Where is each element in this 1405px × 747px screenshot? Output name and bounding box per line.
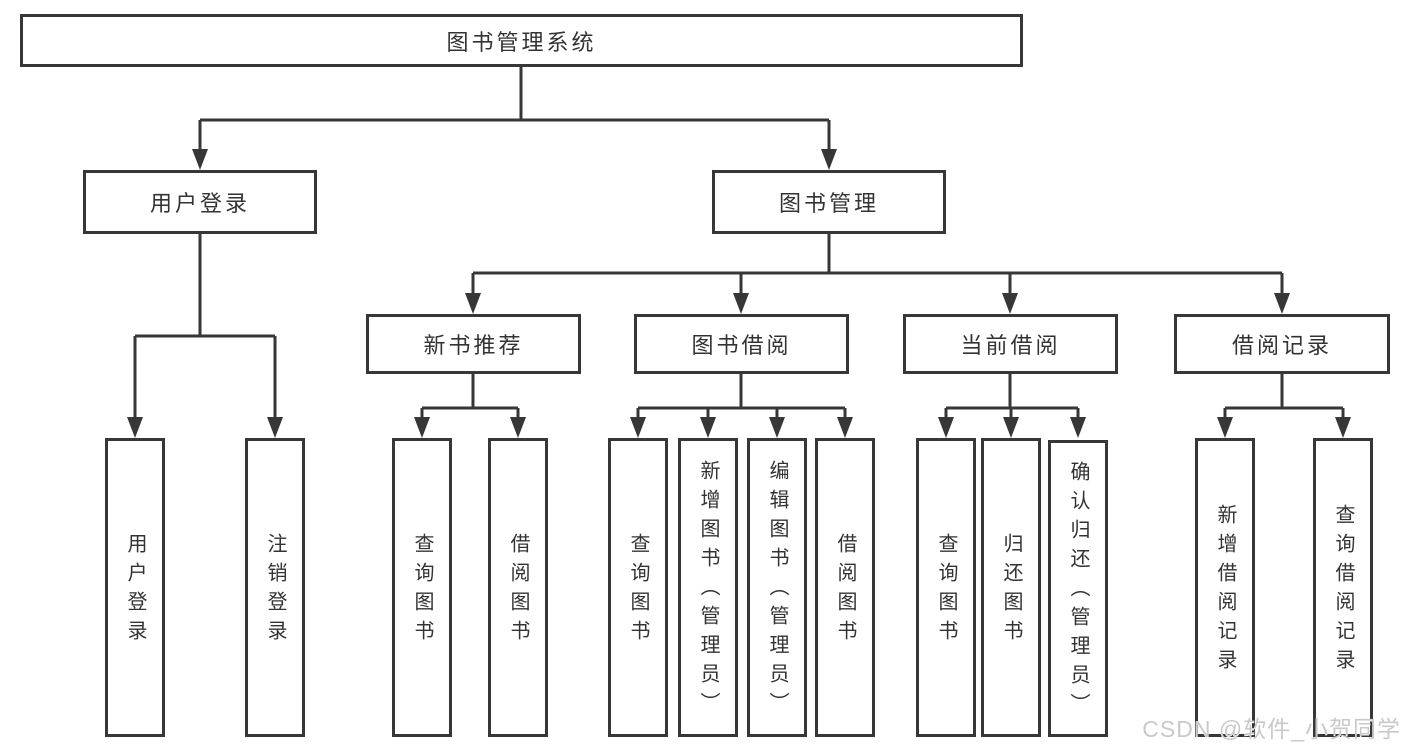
leaf-bb-add-books-admin: 新增图书（管理员） (678, 438, 738, 737)
node-root: 图书管理系统 (20, 14, 1023, 67)
leaf-cb-query-books: 查询图书 (916, 438, 976, 737)
leaf-user-login: 用户登录 (105, 438, 165, 737)
csdn-watermark: CSDN @软件_小贺同学 (1142, 716, 1401, 742)
node-current-borrow: 当前借阅 (903, 314, 1118, 374)
node-book-management: 图书管理 (712, 170, 946, 234)
leaf-br-query-record: 查询借阅记录 (1313, 438, 1373, 737)
leaf-logout-login: 注销登录 (245, 438, 305, 737)
leaf-bb-edit-books-admin: 编辑图书（管理员） (747, 438, 807, 737)
leaf-bb-query-books: 查询图书 (608, 438, 668, 737)
leaf-rec-query-books: 查询图书 (392, 438, 452, 737)
leaf-br-add-record: 新增借阅记录 (1195, 438, 1255, 737)
leaf-bb-borrow-books: 借阅图书 (815, 438, 875, 737)
node-book-borrow: 图书借阅 (634, 314, 849, 374)
node-borrow-records: 借阅记录 (1174, 314, 1390, 374)
node-user-login: 用户登录 (83, 170, 317, 234)
node-new-book-recommend: 新书推荐 (366, 314, 581, 374)
leaf-cb-confirm-return-admin: 确认归还（管理员） (1048, 440, 1108, 737)
leaf-rec-borrow-books: 借阅图书 (488, 438, 548, 737)
leaf-cb-return-books: 归还图书 (981, 438, 1041, 737)
